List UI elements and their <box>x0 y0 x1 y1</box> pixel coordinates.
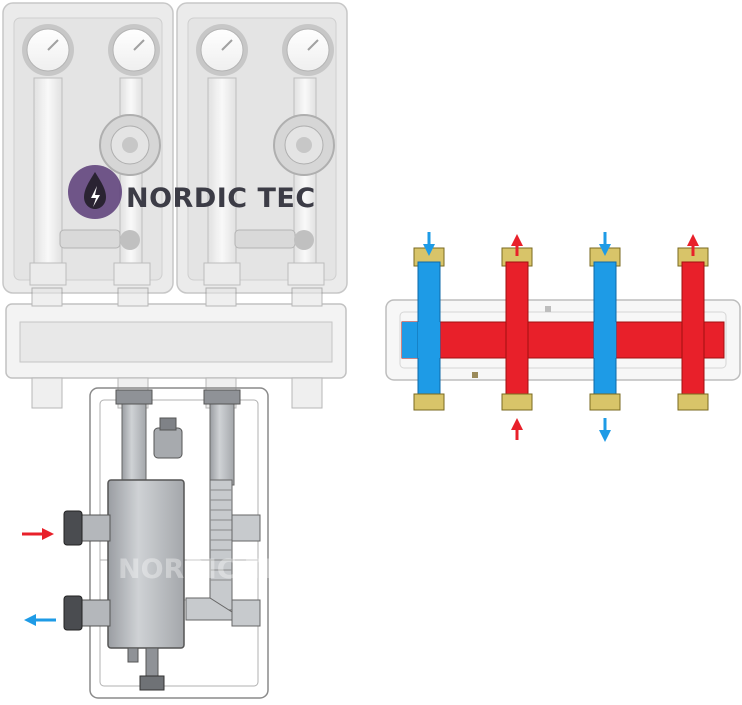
manifold-flow-diagram <box>385 232 741 442</box>
thermometer-gauge <box>282 24 334 76</box>
hot-up-arrow-icon <box>511 418 523 440</box>
circulation-pump <box>273 114 335 176</box>
brand-logo-text: NORDIC TEC <box>126 183 316 214</box>
branch-hot-2 <box>677 247 709 411</box>
branch-hot-1 <box>501 247 533 411</box>
corrugated-pipe <box>185 479 233 621</box>
thermometer-gauge <box>108 24 160 76</box>
cold-down-arrow-icon <box>423 232 435 256</box>
watermark-text: NORDIC TEC <box>118 554 303 585</box>
separator-flow-arrows <box>22 528 56 626</box>
hot-channel <box>401 321 725 359</box>
hydraulic-separator-assembly: NORDIC TEC <box>63 387 303 699</box>
cold-outlet-arrow-icon <box>24 614 56 626</box>
hot-inlet-arrow-icon <box>22 528 54 540</box>
nordic-tec-logo: NORDIC TEC <box>68 165 316 219</box>
thermometer-gauge <box>22 24 74 76</box>
pump-group-assembly <box>2 2 348 294</box>
hot-up-arrow-icon <box>511 234 523 256</box>
mounting-frame <box>89 387 269 699</box>
cold-down-arrow-icon <box>599 232 611 256</box>
thermometer-gauge <box>196 24 248 76</box>
circulation-pump <box>99 114 161 176</box>
hot-up-arrow-icon <box>687 234 699 256</box>
distribution-manifold-faded <box>5 287 347 409</box>
cold-down-arrow-icon <box>599 418 611 442</box>
